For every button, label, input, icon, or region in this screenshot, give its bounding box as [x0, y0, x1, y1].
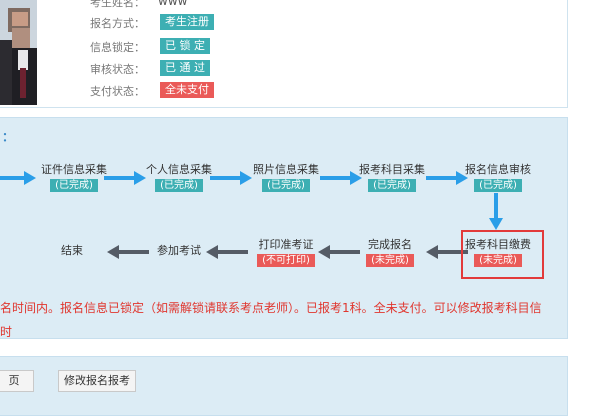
step-photo-info[interactable]: 照片信息采集 (已完成) [252, 163, 320, 192]
step-title: 个人信息采集 [146, 163, 212, 176]
arrow-left-icon [318, 245, 360, 259]
step-title: 报考科目缴费 [465, 238, 531, 251]
modify-registration-button[interactable]: 修改报名报考 [58, 370, 136, 392]
status-badge: 全未支付 [160, 82, 214, 98]
step-take-exam: 参加考试 [150, 244, 208, 258]
info-label: 支付状态： [90, 85, 145, 98]
info-label: 信息锁定： [90, 41, 145, 54]
step-title: 照片信息采集 [253, 163, 319, 176]
arrow-left-icon [107, 245, 149, 259]
name-value: www [158, 0, 188, 8]
step-status-badge: (未完成) [366, 254, 414, 267]
step-title: 报考科目采集 [359, 163, 425, 176]
arrow-down-icon [489, 193, 503, 230]
step-print-admission-ticket[interactable]: 打印准考证 (不可打印) [252, 238, 320, 267]
arrow-right-icon [0, 171, 36, 185]
status-message-line: 名时间内。报名信息已锁定（如需解锁请联系考点老师）。已报考1科。全未支付。可以修… [0, 301, 542, 315]
arrow-right-icon [104, 171, 146, 185]
step-status-badge: (不可打印) [257, 254, 315, 267]
registration-flow-panel [0, 117, 568, 339]
status-message-line: 时 [0, 325, 13, 339]
status-badge: 考生注册 [160, 14, 214, 30]
flow-title-suffix: ： [2, 130, 15, 144]
candidate-photo [0, 0, 37, 105]
step-status-badge: (已完成) [155, 179, 203, 192]
step-subject-info[interactable]: 报考科目采集 (已完成) [358, 163, 426, 192]
step-status-badge: (已完成) [50, 179, 98, 192]
step-subject-payment[interactable]: 报考科目缴费 (未完成) [464, 238, 532, 267]
status-badge: 已 通 过 [160, 60, 210, 76]
home-button[interactable]: 页 [0, 370, 34, 392]
name-label: 考生姓名： [90, 0, 145, 9]
info-label: 报名方式： [90, 17, 145, 30]
arrow-left-icon [206, 245, 248, 259]
arrow-right-icon [210, 171, 252, 185]
step-personal-info[interactable]: 个人信息采集 (已完成) [145, 163, 213, 192]
step-title: 报名信息审核 [465, 163, 531, 176]
step-complete-registration[interactable]: 完成报名 (未完成) [360, 238, 420, 267]
step-status-badge: (已完成) [262, 179, 310, 192]
arrow-right-icon [320, 171, 362, 185]
step-info-review[interactable]: 报名信息审核 (已完成) [464, 163, 532, 192]
step-status-badge: (未完成) [474, 254, 522, 267]
step-title: 证件信息采集 [41, 163, 107, 176]
step-title: 参加考试 [157, 244, 201, 257]
profile-card [0, 0, 568, 108]
current-step-highlight [461, 230, 544, 279]
step-end: 结束 [50, 244, 94, 258]
arrow-right-icon [426, 171, 468, 185]
info-label: 审核状态： [90, 63, 145, 76]
status-message: 名时间内。报名信息已锁定（如需解锁请联系考点老师）。已报考1科。全未支付。可以修… [0, 296, 570, 344]
step-title: 打印准考证 [258, 238, 314, 251]
status-badge: 已 锁 定 [160, 38, 210, 54]
step-title: 完成报名 [368, 238, 412, 251]
step-id-info[interactable]: 证件信息采集 (已完成) [40, 163, 108, 192]
step-title: 结束 [61, 244, 83, 257]
step-status-badge: (已完成) [368, 179, 416, 192]
step-status-badge: (已完成) [474, 179, 522, 192]
